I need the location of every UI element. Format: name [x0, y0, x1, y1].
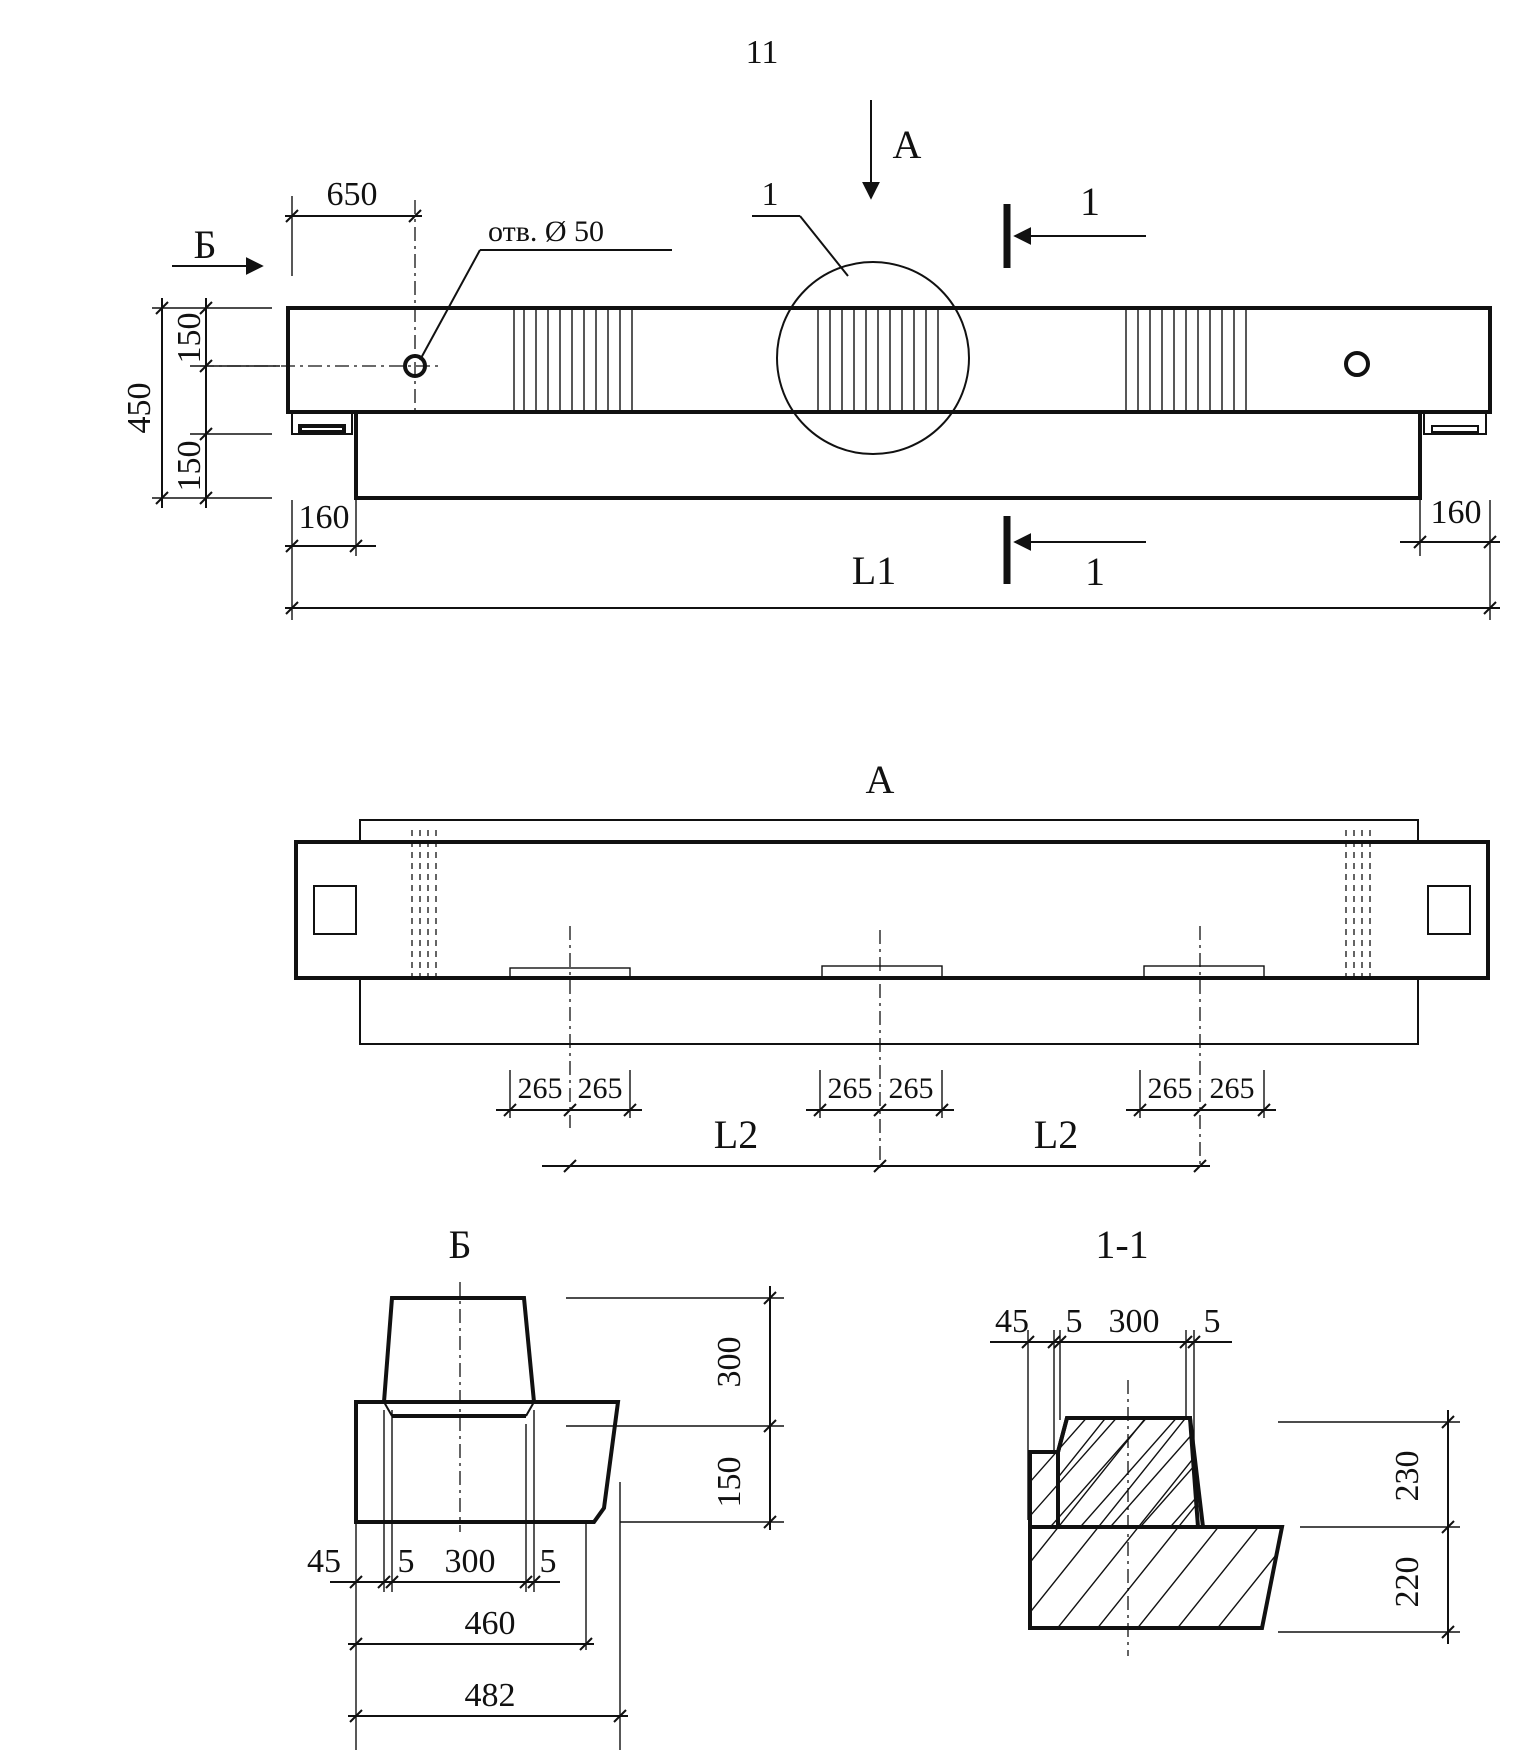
section-1-1: 1-1 [1028, 1222, 1282, 1628]
view-b-arrow-label: Б [194, 222, 217, 267]
detail-leader [799, 215, 849, 277]
plan-stirrups-right [1345, 830, 1371, 978]
plan-flange [294, 840, 1490, 980]
dim-265-2: 265 [578, 1072, 623, 1105]
view-a-plan: А 265 265 [294, 757, 1490, 1173]
section-1-1-outline: 45 5 300 5 230 220 [990, 1303, 1460, 1656]
beam-top-flange [286, 306, 1492, 414]
embed-plate-2 [821, 965, 943, 979]
view-b-end: Б 300 150 45 5 300 5 [307, 1222, 784, 1750]
bearing-plate-right [1423, 411, 1487, 435]
section-top-part [1028, 1416, 1206, 1529]
dim-45: 45 [307, 1543, 341, 1580]
dim-300-width: 300 [445, 1543, 496, 1580]
lifting-hole-left [313, 885, 357, 935]
end-view-top-block [381, 1296, 537, 1404]
embed-plate-1 [509, 967, 631, 979]
hole-note-leader [419, 249, 481, 361]
section-hatching [1030, 1418, 1203, 1527]
section-dim-45: 45 [995, 1303, 1029, 1340]
dim-482: 482 [465, 1677, 516, 1714]
section-label-top: 1 [1080, 179, 1100, 224]
bearing-plate-right-inner [1431, 425, 1479, 433]
stirrups-left [513, 310, 633, 410]
dim-l2-left: L2 [714, 1112, 758, 1157]
view-b-title: Б [449, 1222, 472, 1267]
stirrups-right [1125, 310, 1247, 410]
view-a-title: А [866, 757, 895, 802]
dim-265-5: 265 [1148, 1072, 1193, 1105]
hole-right [1344, 351, 1370, 377]
dim-265-4: 265 [889, 1072, 934, 1105]
plan-web [359, 977, 1419, 1045]
dim-l2-right: L2 [1034, 1112, 1078, 1157]
section-bottom-part [1030, 1527, 1282, 1628]
stirrups-center [817, 310, 939, 410]
dim-160-right: 160 [1431, 494, 1482, 531]
plan-top-strip [359, 819, 1419, 843]
beam-bottom-web [354, 410, 1422, 500]
plan-stirrups-left [411, 830, 437, 978]
dim-450: 450 [121, 383, 158, 434]
dim-160-left: 160 [299, 499, 350, 536]
section-dim-220: 220 [1389, 1557, 1426, 1608]
dim-265-1: 265 [518, 1072, 563, 1105]
page-number: 11 [746, 34, 779, 71]
view-a-arrow-label: А [893, 122, 922, 167]
section-outline [1028, 1416, 1285, 1630]
dim-265-6: 265 [1210, 1072, 1255, 1105]
section-dim-300: 300 [1109, 1303, 1160, 1340]
dim-300-height: 300 [711, 1337, 748, 1388]
dim-150-top: 150 [171, 313, 208, 364]
dim-5-right: 5 [540, 1543, 557, 1580]
dim-650: 650 [327, 176, 378, 213]
main-elevation-view: А Б [121, 100, 1500, 620]
lifting-hole-right [1427, 885, 1471, 935]
dim-150-height: 150 [711, 1457, 748, 1508]
section-dim-5-left: 5 [1066, 1303, 1083, 1340]
dim-265-3: 265 [828, 1072, 873, 1105]
section-dim-5-right: 5 [1204, 1303, 1221, 1340]
section-title: 1-1 [1095, 1222, 1148, 1267]
embed-plate-3 [1143, 965, 1265, 979]
detail-label-1: 1 [762, 176, 779, 213]
end-view-bottom-block [354, 1400, 621, 1524]
dim-l1: L1 [852, 548, 896, 593]
dim-5-left: 5 [398, 1543, 415, 1580]
section-label-bottom: 1 [1085, 549, 1105, 594]
detail-circle-1 [776, 261, 970, 455]
dim-150-bottom: 150 [171, 441, 208, 492]
bearing-plate-left-inner [298, 424, 346, 434]
section-dim-230: 230 [1389, 1451, 1426, 1502]
dim-460: 460 [465, 1605, 516, 1642]
hole-note: отв. Ø 50 [488, 215, 604, 248]
